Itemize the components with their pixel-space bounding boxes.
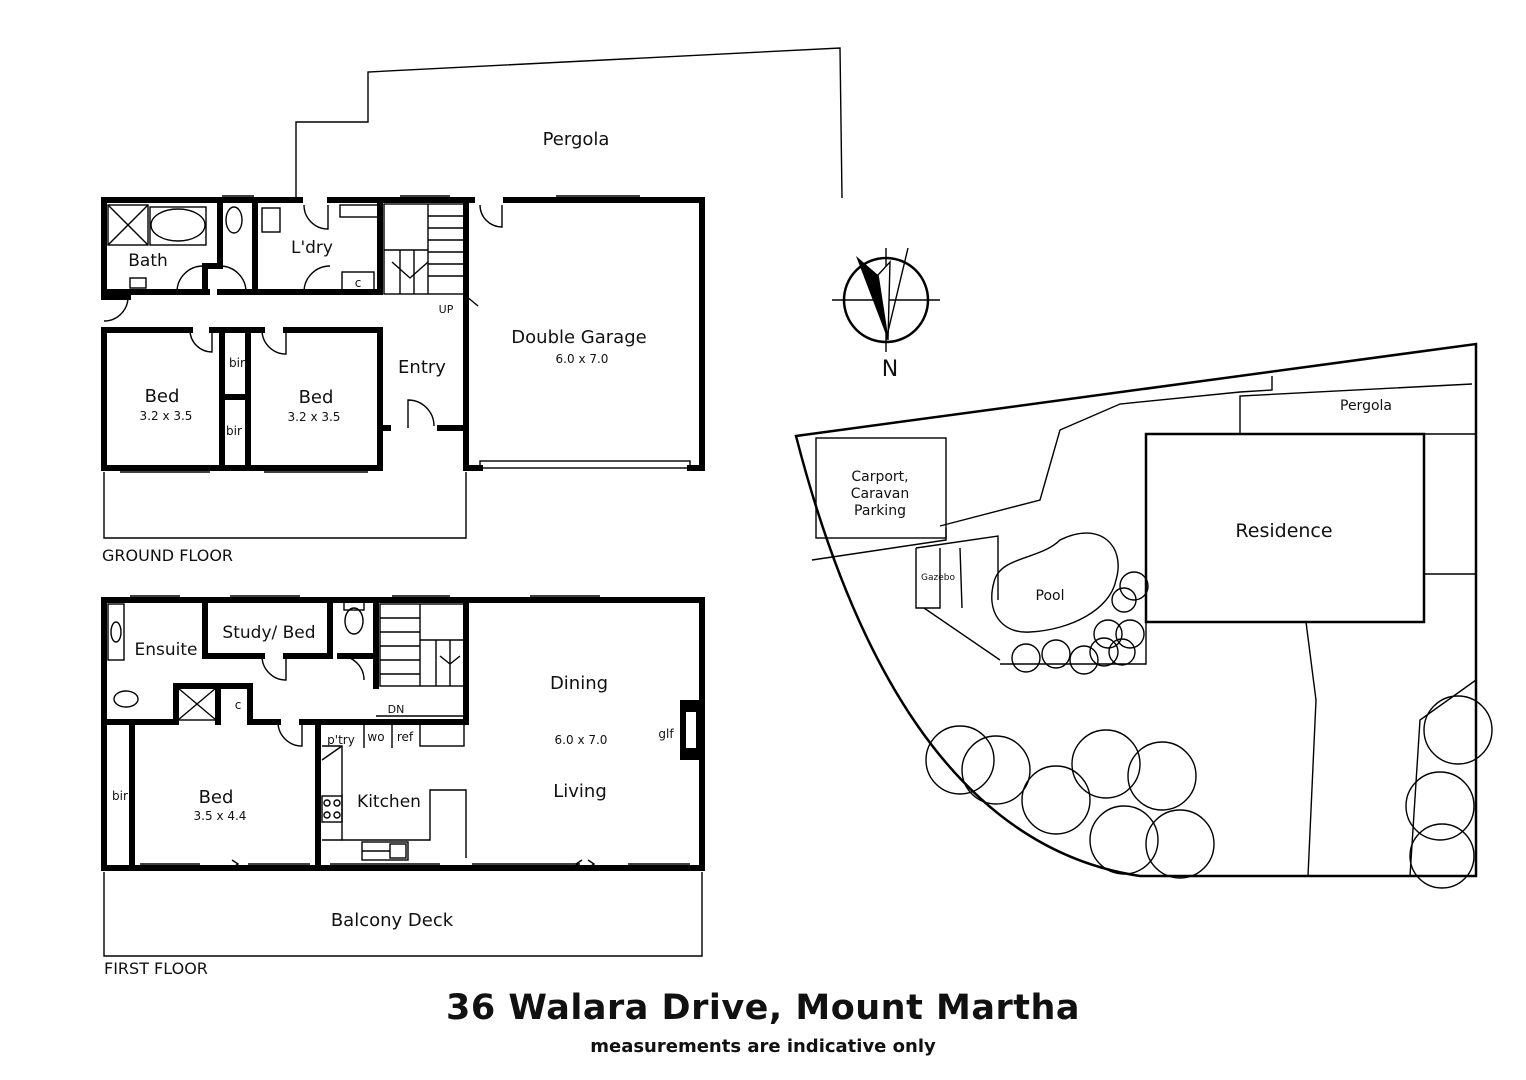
bed1-size: 3.2 x 3.5 bbox=[140, 409, 193, 423]
living-label: Living bbox=[553, 781, 607, 802]
pantry-label: p'try bbox=[327, 733, 355, 747]
site-boundary bbox=[794, 342, 1478, 878]
carport-label-line1: Carport, bbox=[851, 469, 908, 485]
garage-size: 6.0 x 7.0 bbox=[556, 352, 609, 366]
fridge-label: ref bbox=[397, 730, 414, 744]
bed2-size: 3.2 x 3.5 bbox=[288, 410, 341, 424]
residence-label: Residence bbox=[1235, 520, 1332, 542]
balcony-deck-outline bbox=[103, 872, 703, 957]
residence-outline bbox=[1144, 432, 1426, 624]
ground-floor-label: GROUND FLOOR bbox=[102, 546, 233, 565]
ensuite-cupboard-label: c bbox=[235, 698, 242, 712]
tree-canopies bbox=[925, 571, 1493, 889]
ground-floor-plan bbox=[101, 47, 843, 539]
site-pergola-label: Pergola bbox=[1340, 398, 1392, 414]
north-compass bbox=[832, 247, 940, 352]
first-bed-size: 3.5 x 4.4 bbox=[194, 809, 247, 823]
wall-oven-label: wo bbox=[367, 730, 384, 744]
ensuite-label: Ensuite bbox=[135, 640, 198, 660]
stairs-down-label: DN bbox=[388, 703, 405, 716]
bed1-label: Bed bbox=[145, 386, 180, 407]
kitchen-label: Kitchen bbox=[357, 792, 421, 812]
living-size: 6.0 x 7.0 bbox=[555, 733, 608, 747]
balcony-label: Balcony Deck bbox=[331, 910, 454, 931]
carport-label-line3: Parking bbox=[854, 503, 906, 519]
measurements-disclaimer: measurements are indicative only bbox=[590, 1036, 936, 1057]
front-porch-outline bbox=[103, 472, 467, 539]
first-floor-label: FIRST FLOOR bbox=[104, 959, 208, 978]
pool-outline bbox=[991, 532, 1119, 633]
stairs-up-label: UP bbox=[439, 303, 454, 316]
gazebo-label: Gazebo bbox=[921, 573, 955, 583]
dining-label: Dining bbox=[550, 673, 608, 694]
carport-label-line2: Caravan bbox=[851, 486, 909, 502]
garage-label: Double Garage bbox=[511, 327, 646, 348]
first-floor-plan bbox=[101, 595, 705, 957]
first-bir-label: bir bbox=[112, 789, 128, 803]
pergola-label: Pergola bbox=[543, 129, 610, 150]
pergola-outline bbox=[295, 47, 843, 199]
first-floor-outer-wall bbox=[101, 597, 705, 871]
laundry-cupboard-label: c bbox=[355, 276, 362, 290]
entry-label: Entry bbox=[398, 357, 446, 378]
bir-top-label: bir bbox=[229, 356, 245, 370]
first-bed-label: Bed bbox=[199, 787, 234, 808]
site-plan bbox=[794, 342, 1493, 889]
property-address: 36 Walara Drive, Mount Martha bbox=[446, 988, 1080, 1028]
carport-outline bbox=[815, 437, 947, 539]
laundry-label: L'dry bbox=[291, 238, 333, 258]
bath-label: Bath bbox=[128, 251, 168, 271]
study-label: Study/ Bed bbox=[222, 623, 315, 643]
bed2-label: Bed bbox=[299, 387, 334, 408]
fireplace-label: glf bbox=[658, 727, 674, 741]
bir-bottom-label: bir bbox=[226, 424, 242, 438]
pool-label: Pool bbox=[1036, 588, 1065, 604]
north-label: N bbox=[882, 357, 898, 382]
